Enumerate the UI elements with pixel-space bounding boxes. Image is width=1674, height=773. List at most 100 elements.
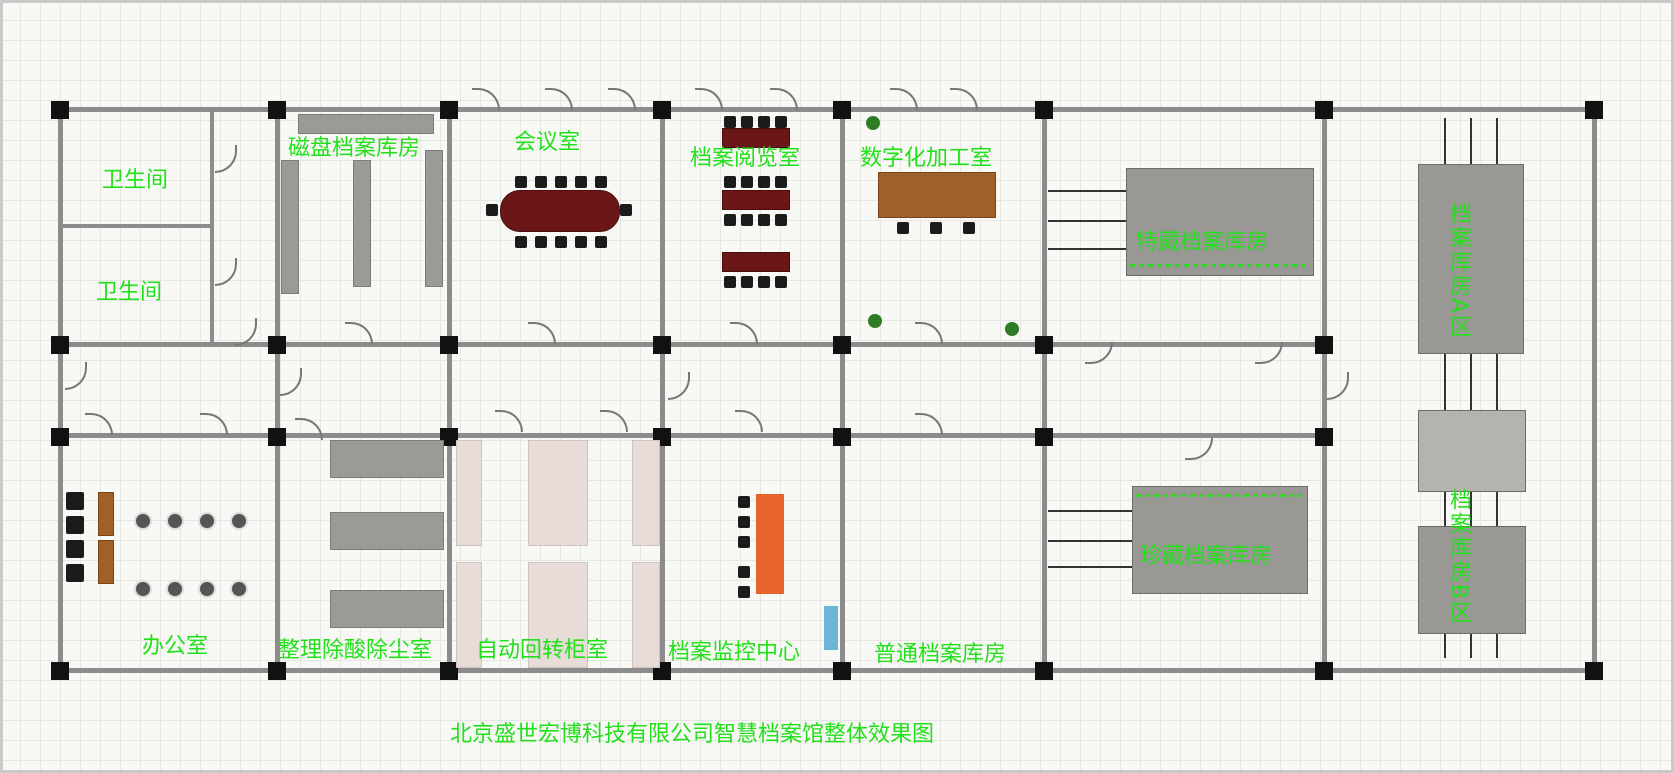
console-desk [756,494,784,594]
chair [741,116,753,128]
column [440,336,458,354]
chair [486,204,498,216]
column [653,101,671,119]
room-label-precious: 珍藏档案库房 [1140,544,1273,569]
column [833,101,851,119]
column [440,428,458,446]
column [1585,101,1603,119]
wall-v-3 [660,107,665,673]
chair [515,176,527,188]
office-seat [230,580,248,598]
column [653,336,671,354]
column [51,101,69,119]
column [51,336,69,354]
column [833,662,851,680]
shelf-markers [1136,494,1302,497]
chair [724,116,736,128]
wall-top [58,107,1598,112]
chair [620,204,632,216]
wall-v-0 [58,107,63,673]
wall-v-6 [1322,107,1327,673]
column [1315,662,1333,680]
wall-toilet-divider [58,224,210,228]
column [1035,101,1053,119]
wall-upper-corridor [58,342,1328,347]
room-label-office: 办公室 [142,634,209,659]
chair [775,214,787,226]
compact-shelving [1126,168,1314,276]
wall-v-4 [840,107,845,673]
chair [741,214,753,226]
chair [575,236,587,248]
equipment-rack [824,606,838,650]
office-seat [198,512,216,530]
reading-table [722,190,790,210]
wall-lower-corridor [58,433,1328,438]
wall-v-toilet [210,107,214,344]
plant [868,314,882,328]
chair [738,586,750,598]
chair [738,516,750,528]
column [1035,336,1053,354]
column [440,101,458,119]
rail [1496,118,1498,658]
column [268,101,286,119]
compact-shelving-b [1418,526,1526,634]
column [833,428,851,446]
rotary-cabinet [528,440,588,546]
plan-caption: 北京盛世宏博科技有限公司智慧档案馆整体效果图 [450,722,935,747]
bench [330,512,444,550]
office-desk [98,492,114,536]
chair [66,492,84,510]
reading-table [722,128,790,148]
room-label-special: 特藏档案库房 [1136,230,1269,255]
column [268,662,286,680]
chair [738,496,750,508]
room-label-toilet-2: 卫生间 [96,280,163,305]
room-label-toilet-1: 卫生间 [102,168,169,193]
chair [758,176,770,188]
meeting-table [500,190,620,232]
room-label-zone-b: 档案库房B区 [1446,488,1471,626]
rail [1048,248,1126,250]
rotary-cabinet [456,562,482,668]
column [1315,336,1333,354]
rail [1048,566,1132,568]
chair [775,176,787,188]
chair [758,214,770,226]
wall-v-1 [275,107,280,673]
rail [1048,510,1132,512]
room-label-cleaning: 整理除酸除尘室 [278,638,433,663]
chair [963,222,975,234]
disk-shelf [425,150,443,287]
chair [741,176,753,188]
digitization-desk [878,172,996,218]
chair [555,236,567,248]
office-desk [98,540,114,584]
office-seat [230,512,248,530]
rail [1470,118,1472,658]
column [268,336,286,354]
room-label-magnetic: 磁盘档案库房 [288,136,421,161]
chair [758,116,770,128]
chair [738,536,750,548]
disk-shelf [298,114,434,134]
column [1035,662,1053,680]
chair [758,276,770,288]
rotary-cabinet [632,440,660,546]
room-label-rotary: 自动回转柜室 [476,638,609,663]
office-seat [134,512,152,530]
chair [741,276,753,288]
column [440,662,458,680]
rotary-cabinet [528,562,588,668]
disk-shelf [281,160,299,294]
office-seat [166,580,184,598]
plant [1005,322,1019,336]
wall-bottom [58,668,1598,673]
chair [515,236,527,248]
compact-shelving-a [1418,164,1524,354]
office-seat [166,512,184,530]
chair [66,564,84,582]
bench [330,590,444,628]
chair [724,214,736,226]
